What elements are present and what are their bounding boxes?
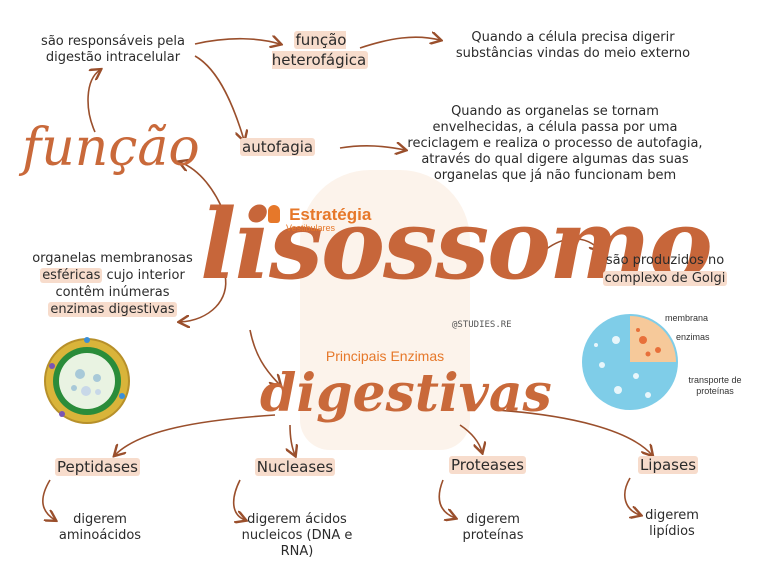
brand-sub: Vestibulares [286,223,336,233]
arrow-autofagia-desc [339,146,405,150]
enzyme-lipases-desc: digerem lipídios [645,508,699,539]
label-enzimas: enzimas [676,332,710,342]
brand-logo: Estratégia Vestibulares [268,205,371,233]
arrow-lipases-desc [624,477,640,515]
owl-icon [268,205,280,223]
enzyme-peptidases-desc: digerem aminoácidos [58,512,142,543]
arrow-lisossomo-definicao [180,274,227,322]
arrow-proteases-desc [438,479,455,518]
definicao-line-3: contêm inúmeras [55,285,170,300]
arrow-peptidases-desc [42,479,55,520]
arrow-nucleases-desc [232,479,245,520]
arrow-responsaveis-autofagia [194,55,244,140]
heterofagica-text: função heterofágica [271,31,369,69]
lysosome-cross-section [582,314,678,410]
arrow-responsaveis-heterofagica [194,39,280,44]
autofagia-desc: Quando as organelas se tornam envelhecid… [407,104,703,183]
enzimas-title: digestivas [260,363,552,424]
lysosome-illustration [44,337,130,424]
enzyme-lipases: Lipases [628,456,708,474]
definicao-line-1: organelas membranosas [32,251,193,266]
enzyme-nucleases: Nucleases [245,458,345,476]
enzyme-proteases: Proteases [440,456,535,474]
arrow-lisossomo-golgi [544,238,600,250]
enzyme-peptidases-name: Peptidases [55,458,140,476]
definicao-block: organelas membranosas esféricas cujo int… [20,250,205,318]
enzyme-proteases-name: Proteases [449,456,526,474]
enzyme-peptidases: Peptidases [40,458,155,476]
origem-line-2: complexo de Golgi [585,270,745,288]
origem-block: são produzidos no complexo de Golgi [585,252,745,288]
origem-line-1: são produzidos no [605,253,725,268]
arrow-lisossomo-funcao [180,162,226,216]
label-transporte: transporte de proteínas [688,375,742,396]
watermark-owl [300,170,470,450]
enzyme-nucleases-name: Nucleases [254,458,336,476]
definicao-line-2b: cujo interior [102,268,185,283]
enzyme-lipases-name: Lipases [637,456,699,474]
funcao-heading: função [22,118,200,178]
arrow-digestivas-proteases [459,424,482,452]
origem-golgi: complexo de Golgi [602,271,728,286]
heterofagica-desc: Quando a célula precisa digerir substânc… [455,30,691,61]
arrow-digestivas-lipases [494,409,652,455]
autofagia-text: autofagia [240,138,316,156]
definicao-line-2: esféricas cujo interior [20,267,205,284]
arrow-digestivas-peptidases [115,414,276,455]
definicao-esfericas: esféricas [40,268,103,283]
arrow-heterofagica-desc [359,37,440,49]
autofagia-label: autofagia [240,138,316,156]
definicao-enzimas: enzimas digestivas [48,302,177,317]
arrow-lisossomo-digestivas [249,329,280,385]
main-title: lisossomo [200,188,713,301]
label-membrana: membrana [665,313,709,323]
enzyme-nucleases-desc: digerem ácidos nucleicos (DNA e RNA) [241,512,353,559]
arrow-funcao-responsaveis [87,70,100,133]
brand-handle: @STUDIES.RE [452,320,512,330]
heterofagica-label: função heterofágica [250,30,390,70]
enzyme-proteases-desc: digerem proteínas [462,512,524,543]
funcao-responsaveis-text: são responsáveis pela digestão intracelu… [41,34,185,65]
definicao-line-4: enzimas digestivas [20,301,205,318]
enzimas-subtitle: Principais Enzimas [325,348,445,364]
arrow-digestivas-nucleases [290,424,295,455]
brand-name: Estratégia [289,205,372,224]
